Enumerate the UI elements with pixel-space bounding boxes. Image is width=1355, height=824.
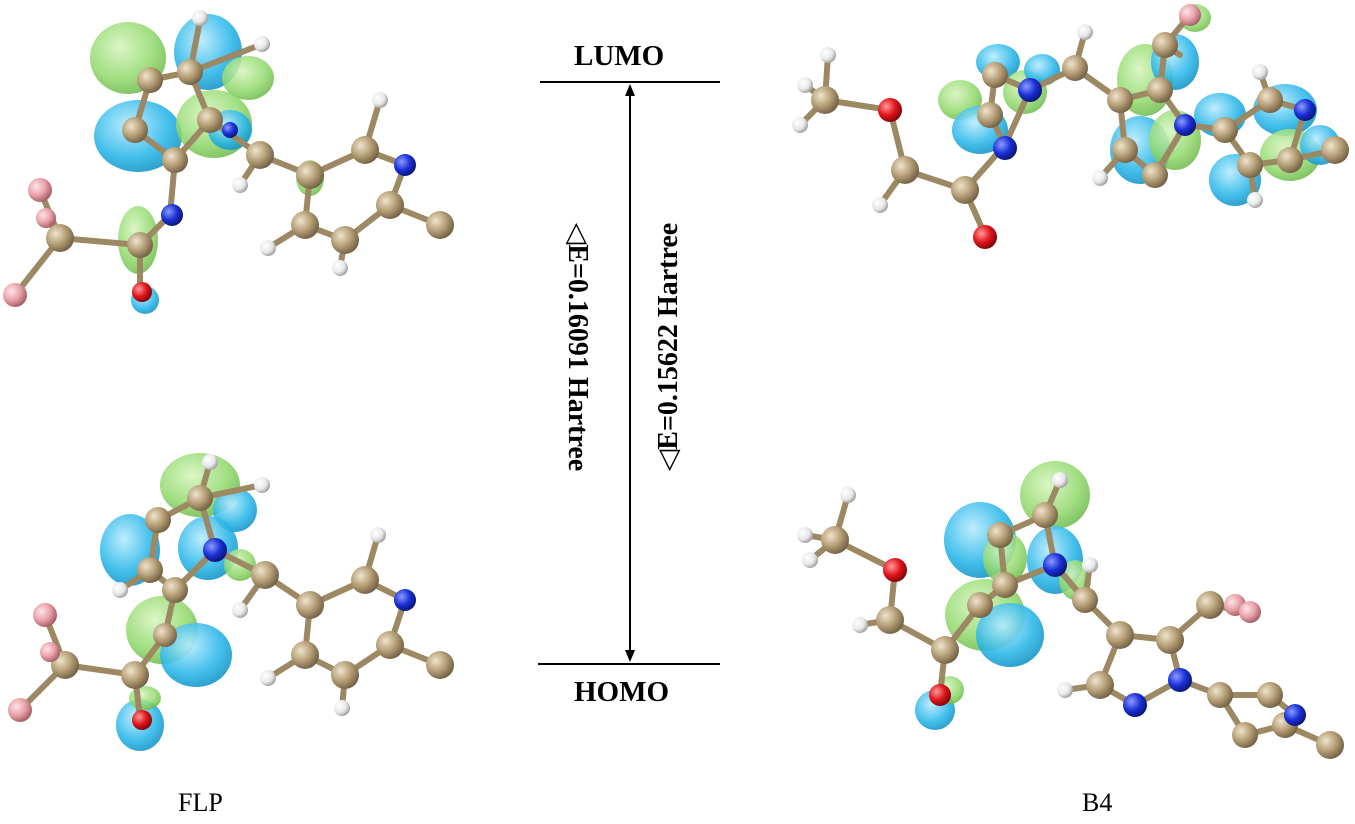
gap-label-b4: ◁E=0.15622 Hartree — [653, 222, 684, 472]
molecule-flp-lumo-icon — [3, 10, 454, 314]
gap-label-flp: ◁E=0.16091 Hartree — [562, 222, 593, 472]
lumo-label: LUMO — [574, 40, 665, 72]
b4-label: B4 — [1082, 788, 1113, 817]
b4-lumo-structure — [780, 0, 1355, 270]
arrow-down-icon — [625, 650, 635, 662]
molecule-flp-homo-icon — [8, 453, 454, 751]
molecule-b4-lumo-icon — [792, 4, 1349, 249]
flp-homo-structure — [0, 440, 470, 770]
flp-label: FLP — [178, 788, 223, 817]
homo-label: HOMO — [574, 676, 670, 708]
energy-level-lines — [538, 81, 720, 665]
energy-gap-diagram: LUMO HOMO ◁E=0.16091 Hartree ◁E=0.15622 … — [530, 30, 730, 720]
flp-lumo-structure — [0, 0, 470, 360]
b4-homo-structure — [780, 440, 1355, 780]
molecule-b4-homo-icon — [797, 461, 1344, 759]
arrow-up-icon — [625, 84, 635, 96]
